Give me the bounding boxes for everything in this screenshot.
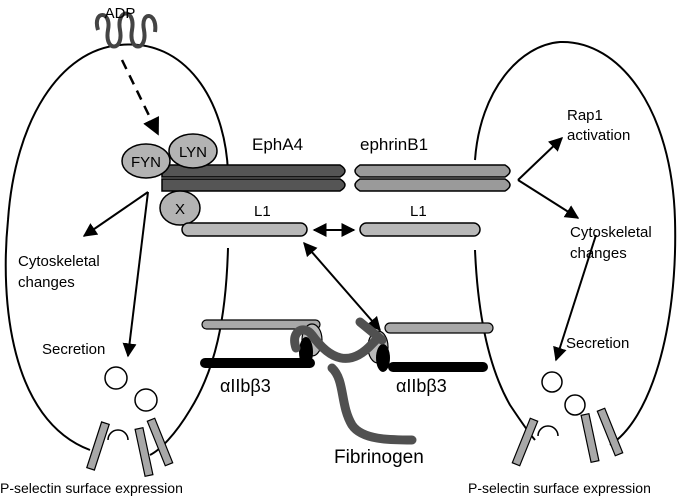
cyto-right-label-line1: Cytoskeletal: [570, 224, 652, 241]
rap1-label-line1: Rap1: [567, 107, 603, 124]
secretion-right-label: Secretion: [566, 335, 629, 352]
fibrinogen-label: Fibrinogen: [334, 447, 424, 468]
l1-left-label: L1: [254, 203, 271, 220]
secretion-left-arrow: [122, 191, 149, 358]
cyto-right-label-line2: changes: [570, 245, 627, 262]
left-platelet-cell: [4, 43, 229, 451]
left-platelet-cell-bottom: [149, 247, 229, 456]
p-selectin-bar: [580, 412, 600, 464]
lyn-label: LYN: [179, 144, 207, 161]
secretion-right-arrow: [553, 234, 597, 362]
adp-label: ADP: [105, 5, 136, 22]
fyn-label: FYN: [131, 154, 161, 171]
integrin-left-label: αIIbβ3: [220, 376, 271, 396]
granule-fusing: [107, 429, 129, 441]
p-selectin-bar: [134, 426, 154, 478]
x-label: X: [175, 201, 185, 218]
integrin-beta-right: [388, 362, 488, 372]
integrin-alpha-left: [201, 319, 321, 330]
l1-bar-left: [181, 222, 308, 237]
epha4-label: EphA4: [252, 135, 303, 154]
secretion-left-label: Secretion: [42, 341, 105, 358]
p-selectin-right-label: P-selectin surface expression: [468, 480, 651, 496]
right-platelet-cell-left: [474, 249, 536, 441]
fibrinogen-strand: [290, 325, 417, 445]
adp-dashed-arrow: [120, 59, 160, 136]
integrin-alpha-right: [384, 322, 494, 334]
granule: [104, 366, 128, 390]
cyto-left-label-line1: Cytoskeletal: [18, 253, 100, 270]
p-selectin-bar: [511, 417, 539, 467]
l1-bar-right: [359, 222, 481, 237]
l1-right-label: L1: [410, 203, 427, 220]
granule: [134, 388, 158, 412]
rap1-arrow: [517, 137, 564, 181]
cyto-left-label-line2: changes: [18, 274, 75, 291]
granule-fusing: [537, 425, 559, 437]
rap1-label-line2: activation: [567, 127, 630, 144]
granule: [564, 394, 586, 416]
fyn-kinase: [121, 143, 171, 179]
lyn-kinase: [168, 133, 218, 169]
epha4-receptor: [161, 164, 346, 178]
p-selectin-bar: [86, 421, 110, 471]
integrin-right-label: αIIbβ3: [396, 376, 447, 396]
p-selectin-bar: [146, 417, 174, 467]
ephrinb1-label: ephrinB1: [360, 135, 428, 154]
p-selectin-bar: [596, 407, 624, 457]
l1-integrin-arrow: [303, 241, 381, 332]
x-kinase: [159, 190, 201, 226]
ephrinb1-ligand: [354, 164, 511, 178]
p-selectin-left-label: P-selectin surface expression: [0, 480, 183, 496]
right-platelet-cell: [474, 40, 677, 446]
granule: [541, 371, 563, 393]
cyto-right-arrow: [517, 179, 580, 219]
cyto-left-arrow: [82, 191, 149, 237]
integrin-beta-left: [200, 358, 315, 368]
adp-receptor: [94, 11, 158, 49]
